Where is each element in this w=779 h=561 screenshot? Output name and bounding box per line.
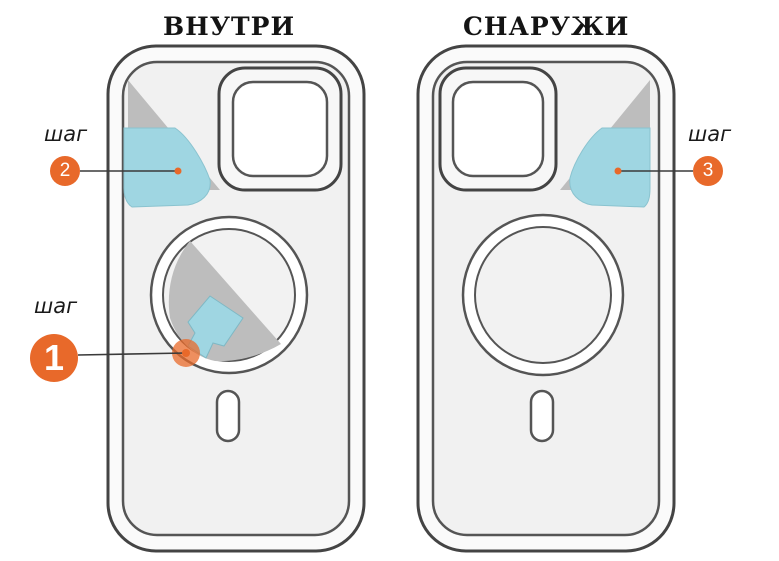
leader-line-1 bbox=[77, 352, 187, 356]
step-1-label: шаг bbox=[34, 294, 78, 318]
dot-3 bbox=[614, 167, 622, 175]
badge-3 bbox=[693, 156, 723, 186]
case-inside-view bbox=[106, 44, 366, 553]
camera-bump-inner bbox=[231, 80, 329, 178]
pull-tab bbox=[187, 295, 244, 359]
magsafe-ring-inner-right bbox=[474, 226, 612, 364]
dot-2 bbox=[174, 167, 182, 175]
case-outside-view bbox=[416, 44, 676, 553]
magsafe-slot-right bbox=[529, 389, 555, 443]
step2-highlight-area bbox=[123, 127, 211, 208]
badge-2 bbox=[50, 156, 80, 186]
step-3-label: шаг bbox=[688, 122, 732, 146]
camera-bump-inner-right bbox=[451, 80, 545, 178]
step-marker-3 bbox=[614, 156, 723, 186]
dot-1 bbox=[182, 349, 190, 357]
step3-highlight-area bbox=[569, 127, 651, 208]
magsafe-slot-left bbox=[215, 389, 241, 443]
step-marker-2 bbox=[50, 156, 182, 186]
badge-1 bbox=[30, 334, 78, 382]
step-2-label: шаг bbox=[44, 122, 88, 146]
step-marker-1 bbox=[30, 334, 190, 382]
heading-outside: СНАРУЖИ bbox=[463, 12, 630, 41]
heading-inside: ВНУТРИ bbox=[163, 12, 296, 41]
